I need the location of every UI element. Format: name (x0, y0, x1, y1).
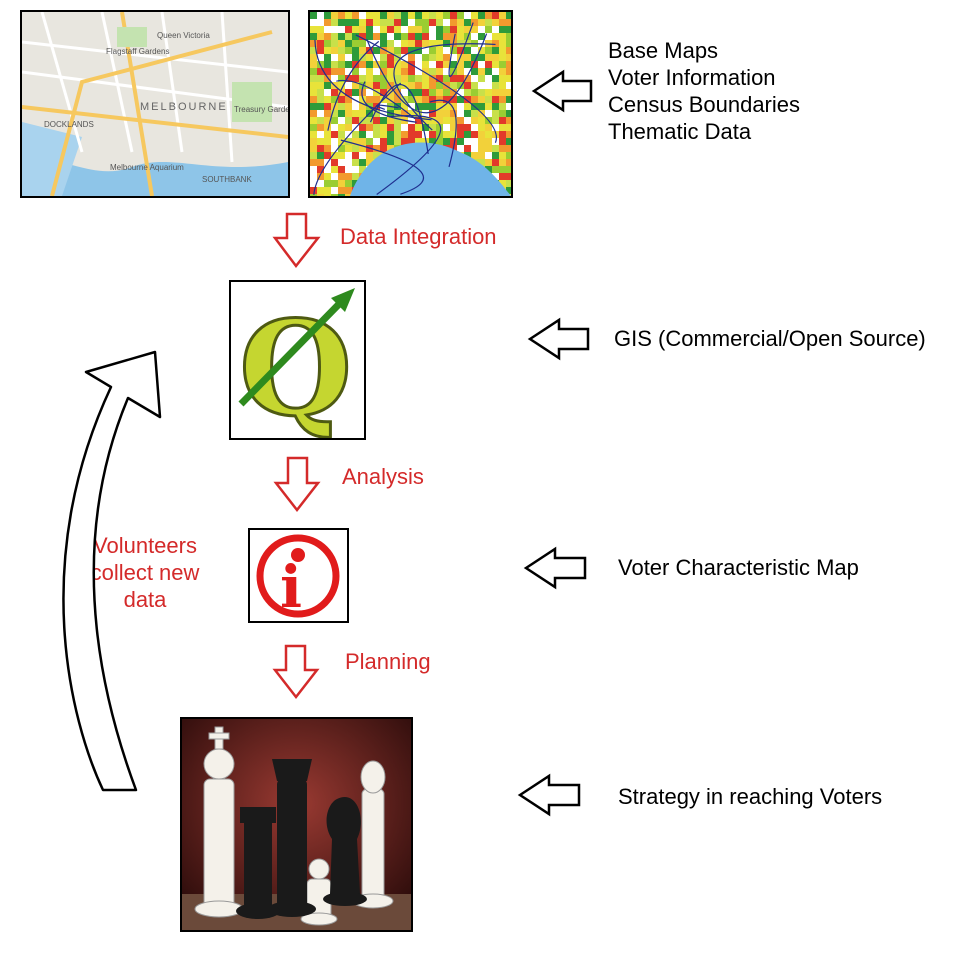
left-arrow-gis (527, 317, 590, 361)
feedback-line: collect new (90, 560, 200, 585)
map-label: SOUTHBANK (202, 175, 252, 184)
feedback-line: Volunteers (93, 533, 197, 558)
down-arrow-analysis (273, 456, 321, 513)
map-label: Flagstaff Gardens (106, 47, 169, 56)
strategy-description: Strategy in reaching Voters (618, 784, 883, 809)
strategy-chess-image (180, 717, 413, 932)
info-glyph: i (280, 553, 302, 621)
input-line: Base Maps (608, 38, 719, 63)
map-label: Treasury Gardens (234, 105, 288, 114)
map-label: Melbourne Aquarium (110, 163, 184, 172)
input-line: Voter Information (608, 65, 776, 90)
down-arrow-data-integration (272, 212, 321, 269)
input-line: Thematic Data (608, 119, 752, 144)
step-data-integration: Data Integration (340, 224, 497, 249)
gis-description: GIS (Commercial/Open Source) (614, 326, 926, 351)
street-map-image: Queen Victoria Flagstaff Gardens MELBOUR… (20, 10, 290, 198)
qgis-q-glyph: Q (239, 292, 352, 438)
left-arrow-inputs (531, 69, 593, 113)
map-label: Queen Victoria (157, 31, 210, 40)
left-arrow-strategy (517, 773, 581, 817)
qgis-logo: Q (229, 280, 366, 440)
map-label: MELBOURNE (140, 101, 228, 113)
feedback-label: Volunteers collect new data (80, 532, 210, 613)
input-line: Census Boundaries (608, 92, 801, 117)
feedback-curved-arrow (62, 350, 162, 792)
voter-map-description: Voter Characteristic Map (618, 555, 859, 580)
left-arrow-voter-map (523, 546, 587, 590)
feedback-line: data (123, 587, 167, 612)
thematic-map-image (308, 10, 513, 198)
input-description: Base Maps Voter Information Census Bound… (608, 37, 800, 145)
step-analysis: Analysis (342, 464, 424, 489)
down-arrow-planning (272, 644, 320, 700)
step-planning: Planning (345, 649, 431, 674)
voter-map-icon: i (248, 528, 349, 623)
map-label: DOCKLANDS (44, 120, 94, 129)
